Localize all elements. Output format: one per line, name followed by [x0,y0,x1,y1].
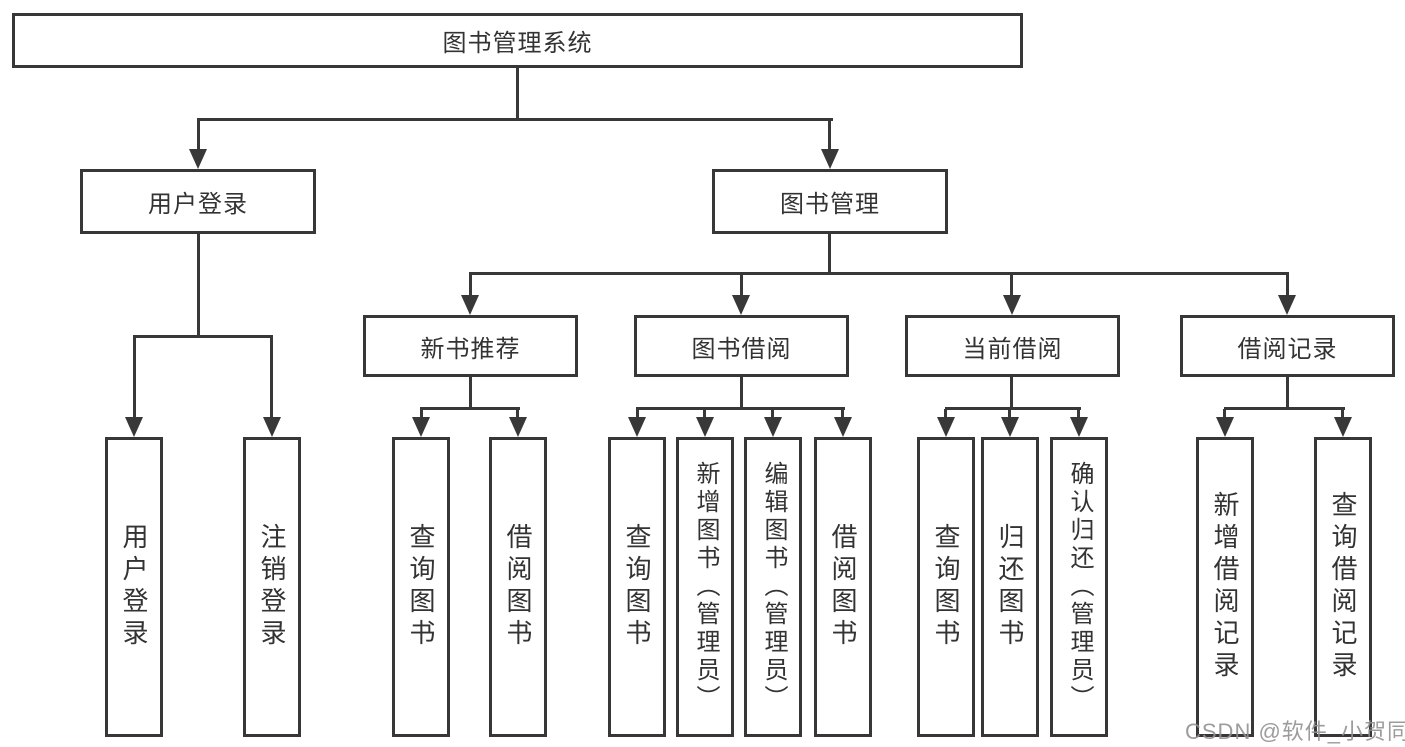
connector-arrow [1003,295,1021,315]
node-book-borrow: 图书借阅 [634,315,849,377]
connector-line [1077,409,1080,419]
connector-line [636,407,845,410]
leaf-confirm-return-admin-label: 确认归还（管理员） [1066,461,1093,713]
connector-arrow [1334,417,1352,437]
connector-arrow [696,417,714,437]
connector-arrow [732,295,750,315]
connector-arrow [834,417,852,437]
watermark-text: CSDN @软件_小贺同学 [1185,719,1405,744]
connector-arrow [509,417,527,437]
leaf-add-books-admin: 新增图书（管理员） [676,437,734,737]
leaf-query-books-label: 查询图书 [406,523,436,651]
connector-line [1286,377,1289,409]
connector-line [516,68,519,120]
connector-line [636,409,639,419]
connector-line [197,120,200,152]
leaf-return-books-label: 归还图书 [995,523,1025,651]
leaf-query-books-label: 查询图书 [622,523,652,651]
connector-line [1223,409,1226,419]
leaf-confirm-return-admin: 确认归还（管理员） [1050,437,1108,737]
leaf-logout-login-label: 注销登录 [257,523,287,651]
leaf-borrow-books: 借阅图书 [489,437,547,737]
connector-line [420,409,423,419]
connector-arrow [461,295,479,315]
leaf-query-books: 查询图书 [917,437,975,737]
connector-line [1224,407,1345,410]
leaf-logout-login: 注销登录 [243,437,301,737]
node-root: 图书管理系统 [12,13,1023,68]
leaf-user-login: 用户登录 [105,437,163,737]
connector-line [420,407,520,410]
node-borrow-records: 借阅记录 [1180,315,1395,377]
connector-line [1008,409,1011,419]
connector-line [1341,409,1344,419]
leaf-borrow-books: 借阅图书 [814,437,872,737]
connector-arrow [1070,417,1088,437]
leaf-borrow-books-label: 借阅图书 [503,523,533,651]
node-new-book-recommend-label: 新书推荐 [420,335,521,363]
connector-line [469,274,472,296]
node-current-borrow: 当前借阅 [905,315,1120,377]
connector-line [1010,377,1013,409]
connector-line [516,409,519,419]
connector-line [944,409,947,419]
connector-arrow [189,149,207,169]
connector-line [771,409,774,419]
connector-line [841,409,844,419]
connector-line [945,407,1081,410]
connector-line [828,120,831,152]
connector-arrow [125,417,143,437]
leaf-borrow-books-label: 借阅图书 [828,523,858,651]
node-book-borrow-label: 图书借阅 [691,335,792,363]
connector-arrow [1001,417,1019,437]
node-user-login: 用户登录 [80,169,316,234]
leaf-add-borrow-record-label: 新增借阅记录 [1210,491,1240,683]
connector-arrow [412,417,430,437]
node-borrow-records-label: 借阅记录 [1237,335,1338,363]
node-book-management: 图书管理 [712,169,948,234]
connector-arrow [263,417,281,437]
connector-line [1286,274,1289,296]
connector-line [133,335,273,338]
node-current-borrow-label: 当前借阅 [962,335,1063,363]
connector-line [1010,274,1013,296]
connector-line [133,337,136,419]
leaf-add-books-admin-label: 新增图书（管理员） [692,461,719,713]
leaf-edit-books-admin: 编辑图书（管理员） [744,437,802,737]
connector-line [197,118,833,121]
connector-line [703,409,706,419]
node-book-management-label: 图书管理 [780,191,880,218]
leaf-return-books: 归还图书 [981,437,1039,737]
node-new-book-recommend: 新书推荐 [363,315,578,377]
connector-line [740,274,743,296]
connector-line [270,337,273,419]
connector-arrow [1216,417,1234,437]
leaf-user-login-label: 用户登录 [119,523,149,651]
leaf-query-books: 查询图书 [392,437,450,737]
connector-line [469,377,472,409]
connector-line [740,377,743,409]
connector-arrow [628,417,646,437]
node-root-label: 图书管理系统 [442,30,593,57]
connector-line [828,234,831,274]
leaf-query-books: 查询图书 [608,437,666,737]
node-user-login-label: 用户登录 [148,191,248,218]
connector-arrow [821,149,839,169]
leaf-add-borrow-record: 新增借阅记录 [1196,437,1254,737]
connector-arrow [764,417,782,437]
leaf-query-borrow-record-label: 查询借阅记录 [1328,491,1358,683]
leaf-edit-books-admin-label: 编辑图书（管理员） [760,461,787,713]
connector-line [197,234,200,337]
connector-arrow [937,417,955,437]
leaf-query-books-label: 查询图书 [931,523,961,651]
connector-line [469,272,1289,275]
leaf-query-borrow-record: 查询借阅记录 [1314,437,1372,737]
connector-arrow [1278,295,1296,315]
